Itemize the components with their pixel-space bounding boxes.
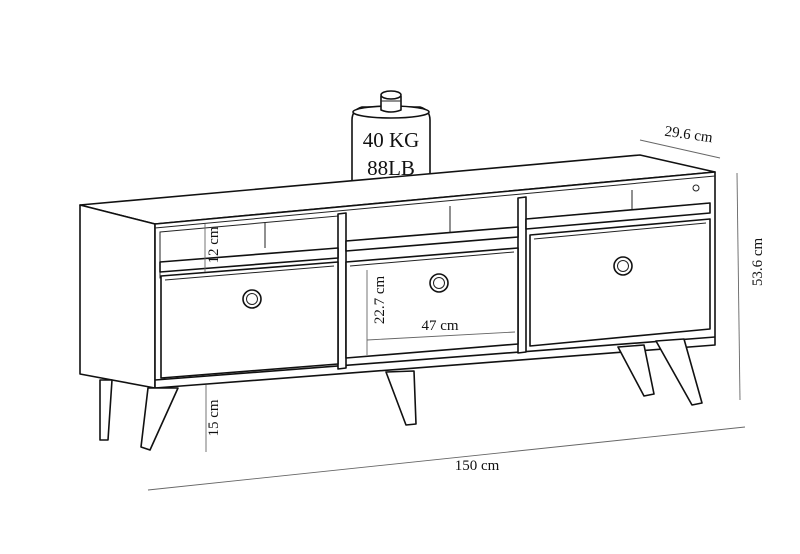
divider-left — [337, 212, 347, 370]
depth-label: 29.6 cm — [664, 124, 714, 147]
width-label: 150 cm — [455, 458, 500, 474]
height-label: 53.6 cm — [750, 238, 766, 287]
leg-front-middle — [385, 370, 417, 426]
leg-front-left-back — [99, 379, 113, 441]
drawer-width-label: 47 cm — [421, 318, 458, 334]
weight-bottle-icon — [351, 90, 431, 189]
leg-height-label: 15 cm — [206, 399, 222, 436]
leg-front-right — [655, 338, 703, 406]
leg-back-right — [617, 344, 655, 397]
divider-right — [517, 196, 527, 354]
cabinet-left-side — [79, 204, 156, 389]
shelf-height-label: 12 cm — [206, 226, 222, 263]
drawer-middle-open — [345, 247, 519, 359]
dimension-lines — [147, 139, 746, 491]
legs — [99, 338, 703, 451]
drawer-height-label: 22.7 cm — [372, 276, 388, 325]
compartments — [159, 190, 711, 370]
drawer-right — [529, 184, 711, 347]
drawer-left — [160, 261, 339, 379]
weight-kg-label: 40 KG — [363, 128, 420, 152]
leg-front-left — [140, 387, 179, 451]
